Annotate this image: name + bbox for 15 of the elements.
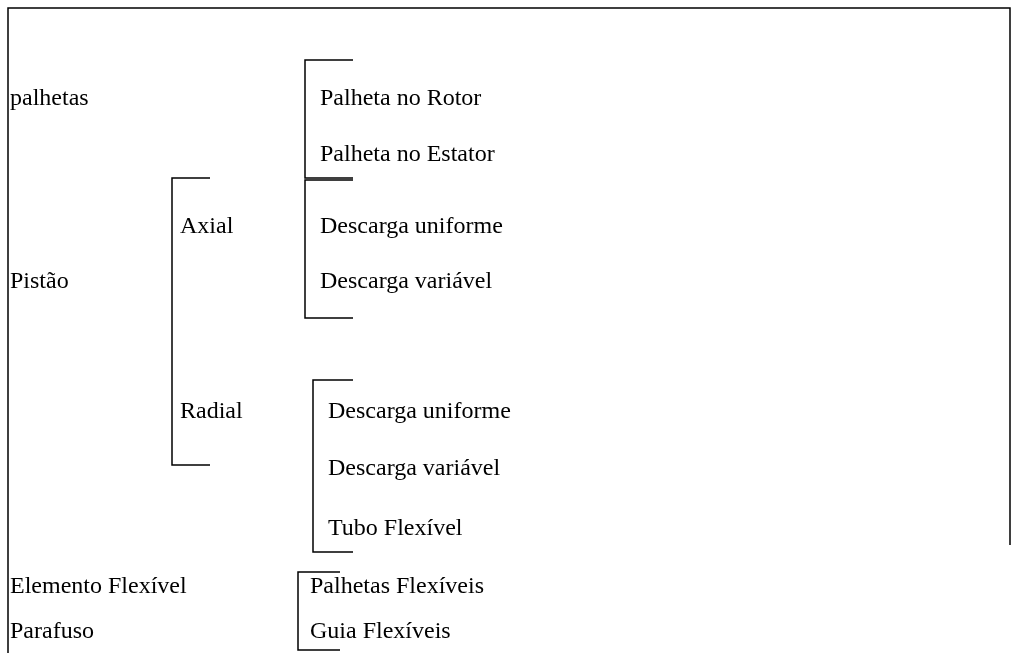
- category-label: palhetas: [10, 83, 89, 111]
- category-label: Parafuso: [10, 616, 94, 644]
- category-label: Palheta no Estator: [320, 139, 495, 167]
- category-label: Palheta no Rotor: [320, 83, 482, 111]
- category-label: Elemento Flexível: [10, 571, 187, 599]
- category-label: Descarga uniforme: [320, 211, 503, 239]
- category-label: Descarga variável: [320, 266, 493, 294]
- category-label: Pistão: [10, 266, 69, 294]
- category-label: Axial: [180, 211, 234, 239]
- category-label: Guia Flexíveis: [310, 616, 451, 644]
- category-label: Descarga variável: [328, 453, 501, 481]
- category-label: Descarga uniforme: [328, 396, 511, 424]
- category-label: Palhetas Flexíveis: [310, 571, 484, 599]
- category-label: Radial: [180, 396, 243, 424]
- category-label: Tubo Flexível: [328, 513, 463, 541]
